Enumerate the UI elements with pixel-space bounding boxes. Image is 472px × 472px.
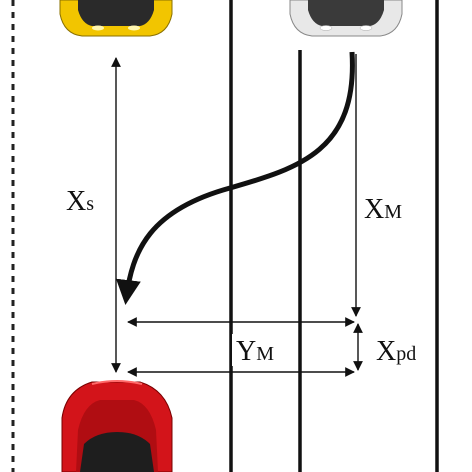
xpd-label: Xpd	[376, 336, 416, 367]
red-car	[61, 380, 173, 472]
ym-label: YM	[236, 336, 274, 367]
white-car	[289, 0, 403, 37]
lane-change-trajectory-arrow	[115, 51, 355, 305]
yellow-car	[59, 0, 173, 37]
ym-label-background	[232, 334, 298, 366]
xm-label: XM	[364, 194, 402, 225]
xs-label: Xs	[66, 186, 94, 217]
